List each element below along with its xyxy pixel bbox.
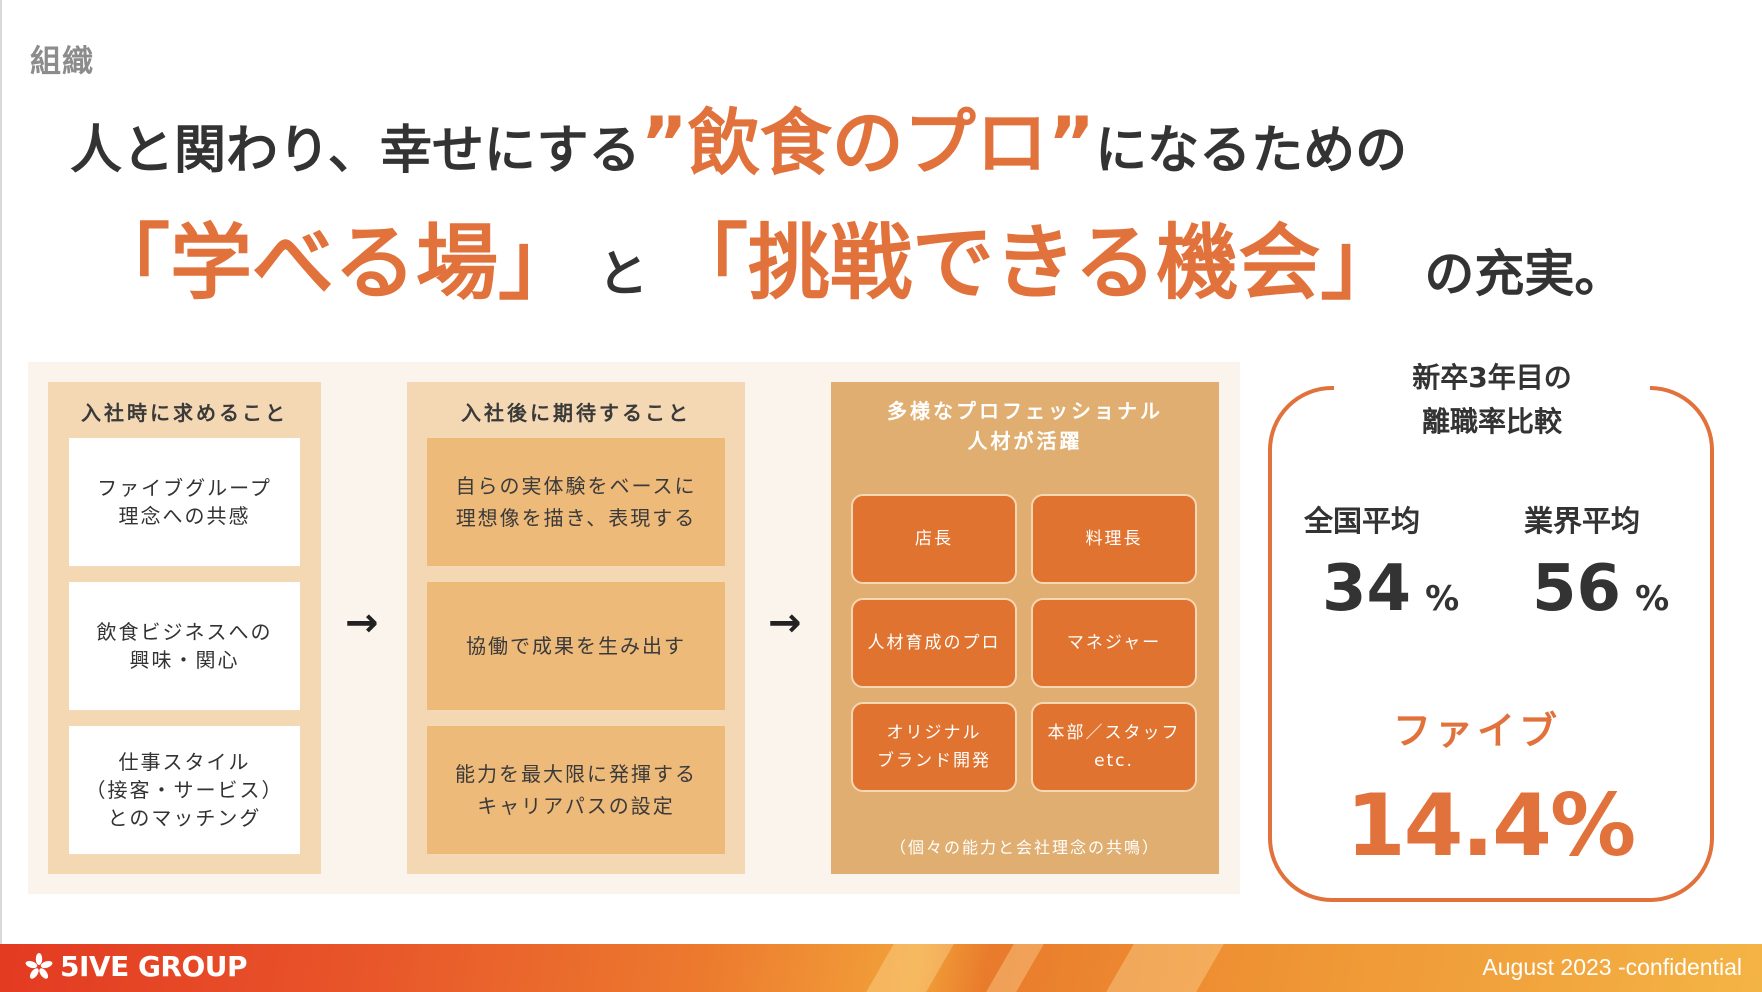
expectation-box: 自らの実体験をベースに 理想像を描き、表現する	[427, 438, 725, 566]
headline-emphasis-learn: 「学べる場」	[88, 216, 581, 311]
five-label: ファイブ	[1392, 709, 1561, 753]
footer-stripe	[1106, 944, 1224, 992]
flow-column-expectation: 入社後に期待すること 自らの実体験をベースに 理想像を描き、表現する 協働で成果…	[407, 382, 745, 874]
industry-average-value: 56%	[1532, 552, 1669, 626]
footer-bar: 5IVE GROUP August 2023 -confidential	[0, 944, 1762, 992]
headline-text: 人と関わり、幸せにする	[70, 121, 641, 181]
national-average-value: 34%	[1322, 552, 1459, 626]
headline-line-1: 人と関わり、幸せにする”飲食のプロ”になるための	[70, 84, 1750, 185]
expectation-box: 能力を最大限に発揮する キャリアパスの設定	[427, 726, 725, 854]
company-logo: 5IVE GROUP	[24, 950, 248, 983]
confidential-label: August 2023 -confidential	[1482, 954, 1742, 980]
flow-column-joining: 入社時に求めること ファイブグループ 理念への共感 飲食ビジネスへの 興味・関心…	[48, 382, 321, 874]
national-average-number: 34	[1322, 552, 1412, 626]
footer-stripe	[866, 944, 954, 992]
five-value: 14.4%	[1345, 776, 1636, 876]
role-head-chef: 料理長	[1031, 494, 1197, 584]
star-logo-icon	[25, 952, 53, 979]
requirement-card: 仕事スタイル （接客・サービス） とのマッチング	[69, 726, 300, 854]
column-title: 多様なプロフェッショナル 人材が活躍	[887, 399, 1163, 453]
requirement-card: ファイブグループ 理念への共感	[69, 438, 300, 566]
section-label: 組織	[30, 44, 94, 80]
percent-sign: %	[1425, 579, 1460, 619]
national-average-label: 全国平均	[1304, 504, 1421, 538]
footer-stripe	[986, 944, 1044, 992]
slide-edge	[0, 0, 2, 944]
role-store-manager: 店長	[851, 494, 1017, 584]
stats-frame-gap	[1334, 370, 1650, 410]
role-hr-pro: 人材育成のプロ	[851, 598, 1017, 688]
arrow-right-icon: →	[768, 600, 802, 646]
headline-line-2: 「学べる場」と「挑戦できる機会」の充実。	[88, 196, 1762, 315]
industry-average-label: 業界平均	[1524, 504, 1641, 538]
flow-column-professionals: 多様なプロフェッショナル 人材が活躍 店長 料理長 人材育成のプロ マネジャー …	[831, 382, 1219, 874]
headline-end: の充実。	[1424, 245, 1625, 303]
column-note: （個々の能力と会社理念の共鳴）	[889, 838, 1160, 857]
industry-average-number: 56	[1532, 552, 1622, 626]
expectation-box: 協働で成果を生み出す	[427, 582, 725, 710]
logo-text: 5IVE GROUP	[60, 950, 248, 983]
column-title: 入社時に求めること	[81, 401, 288, 425]
percent-sign: %	[1635, 579, 1670, 619]
requirement-card: 飲食ビジネスへの 興味・関心	[69, 582, 300, 710]
headline-emphasis: ”飲食のプロ”	[640, 101, 1096, 185]
role-headquarters-staff: 本部／スタッフ etc.	[1031, 702, 1197, 792]
headline-emphasis-challenge: 「挑戦できる機会」	[666, 216, 1403, 311]
stats-title: 新卒3年目の 離職率比較	[1412, 361, 1572, 438]
arrow-right-icon: →	[345, 600, 379, 646]
headline-and: と	[598, 245, 649, 303]
headline-text: になるための	[1095, 121, 1408, 181]
role-manager: マネジャー	[1031, 598, 1197, 688]
role-brand-development: オリジナル ブランド開発	[851, 702, 1017, 792]
column-title: 入社後に期待すること	[461, 401, 691, 425]
